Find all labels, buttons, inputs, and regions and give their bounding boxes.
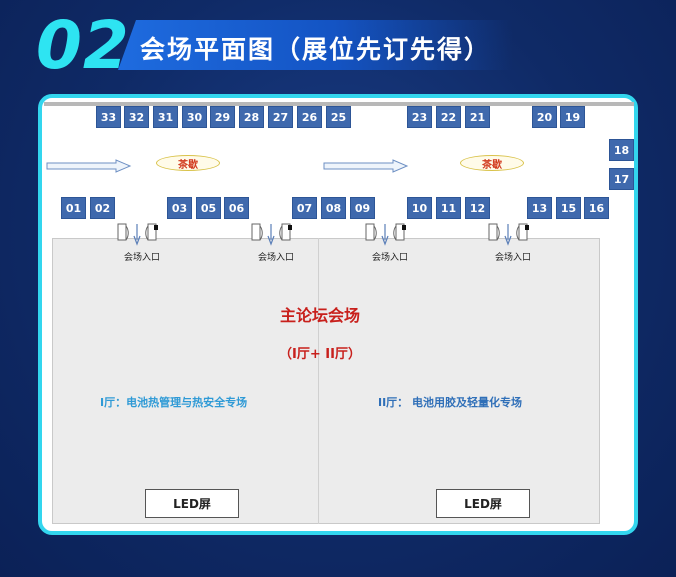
hall-1-label: I厅：电池热管理与热安全专场 — [100, 396, 248, 409]
booth[interactable]: 25 — [326, 106, 351, 128]
booth[interactable]: 23 — [407, 106, 432, 128]
booth[interactable]: 15 — [556, 197, 581, 219]
entrance[interactable]: 会场入口 — [116, 222, 168, 264]
entrance-label: 会场入口 — [257, 253, 294, 263]
booth[interactable]: 11 — [436, 197, 461, 219]
booth[interactable]: 09 — [350, 197, 375, 219]
entrance[interactable]: 会场入口 — [364, 222, 416, 264]
entrance-label: 会场入口 — [123, 253, 160, 263]
door-icon — [365, 223, 406, 246]
booth[interactable]: 13 — [527, 197, 552, 219]
tea-break-area: 茶歇 — [156, 155, 220, 171]
flow-arrow-icon — [46, 159, 132, 173]
led-screen: LED屏 — [145, 489, 239, 518]
door-icon — [251, 223, 292, 246]
flow-arrow-icon — [323, 159, 409, 173]
booth[interactable]: 01 — [61, 197, 86, 219]
booth[interactable]: 28 — [239, 106, 264, 128]
door-icon — [117, 223, 158, 246]
booth[interactable]: 20 — [532, 106, 557, 128]
booth[interactable]: 32 — [124, 106, 149, 128]
entrance[interactable]: 会场入口 — [250, 222, 302, 264]
entrance-label: 会场入口 — [494, 253, 531, 263]
main-hall — [52, 238, 600, 524]
booth[interactable]: 03 — [167, 197, 192, 219]
tea-break-area: 茶歇 — [460, 155, 524, 171]
led-screen: LED屏 — [436, 489, 530, 518]
booth[interactable]: 22 — [436, 106, 461, 128]
booth[interactable]: 29 — [210, 106, 235, 128]
top-wall — [44, 102, 634, 106]
booth[interactable]: 18 — [609, 139, 634, 161]
booth[interactable]: 08 — [321, 197, 346, 219]
booth[interactable]: 05 — [196, 197, 221, 219]
booth[interactable]: 21 — [465, 106, 490, 128]
booth[interactable]: 30 — [182, 106, 207, 128]
hall-2-label: II厅： 电池用胶及轻量化专场 — [378, 396, 523, 409]
title-banner — [118, 20, 513, 70]
booth[interactable]: 16 — [584, 197, 609, 219]
booth[interactable]: 33 — [96, 106, 121, 128]
section-header: 02 会场平面图（展位先订先得） — [0, 0, 676, 88]
section-number: 02 — [36, 7, 130, 84]
entrance[interactable]: 会场入口 — [487, 222, 539, 264]
main-forum-subtitle: （I厅+ II厅） — [279, 347, 361, 362]
booth[interactable]: 06 — [224, 197, 249, 219]
booth[interactable]: 27 — [268, 106, 293, 128]
entrance-label: 会场入口 — [371, 253, 408, 263]
booth[interactable]: 07 — [292, 197, 317, 219]
booth[interactable]: 02 — [90, 197, 115, 219]
booth[interactable]: 31 — [153, 106, 178, 128]
main-forum-title: 主论坛会场 — [279, 306, 360, 325]
door-icon — [488, 223, 529, 246]
section-title: 会场平面图（展位先订先得） — [140, 35, 492, 64]
booth[interactable]: 19 — [560, 106, 585, 128]
hall-divider — [318, 238, 319, 524]
booth[interactable]: 17 — [609, 168, 634, 190]
booth[interactable]: 26 — [297, 106, 322, 128]
booth[interactable]: 10 — [407, 197, 432, 219]
booth[interactable]: 12 — [465, 197, 490, 219]
